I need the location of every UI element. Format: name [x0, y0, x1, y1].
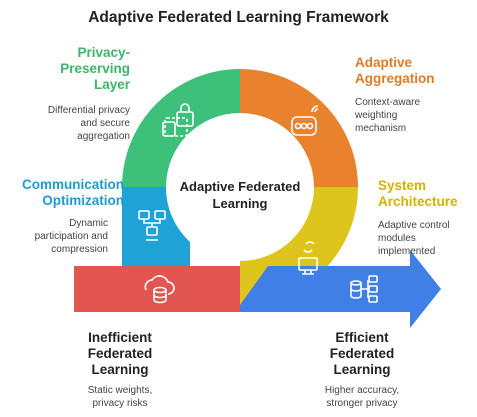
padlock-icon — [162, 103, 194, 137]
network-icon — [138, 210, 166, 241]
privacy-segment — [122, 69, 240, 187]
description-line: privacy risks — [92, 398, 148, 409]
monitor-icon — [298, 241, 318, 275]
heading-line: Optimization — [42, 193, 124, 208]
heading-line: Efficient — [335, 330, 389, 345]
description-line: Differential privacy — [47, 105, 130, 116]
efficient-heading: Efficient Federated Learning — [312, 330, 412, 378]
heading-line: Adaptive — [355, 55, 413, 70]
page-title: Adaptive Federated Learning Framework — [88, 9, 389, 26]
communication-segment — [122, 187, 240, 266]
inefficient-description: Static weights, privacy risks — [70, 384, 170, 410]
arrow-joint — [240, 266, 268, 312]
heading-line: Layer — [93, 77, 130, 92]
description-line: Higher accuracy, — [324, 385, 400, 396]
description-line: Dynamic — [69, 218, 108, 229]
heading-line: Communication — [21, 177, 124, 192]
privacy-heading: Privacy- Preserving Layer — [20, 45, 130, 93]
center-label: Adaptive Federated Learning — [170, 178, 310, 212]
heading-line: Inefficient — [88, 330, 152, 345]
description-line: Context-aware — [355, 97, 421, 108]
privacy-description: Differential privacy and secure aggregat… — [20, 104, 130, 143]
description-line: aggregation — [77, 131, 130, 142]
description-line: modules — [378, 233, 416, 244]
heading-line: System — [378, 178, 427, 193]
description-line: stronger privacy — [326, 398, 398, 409]
communication-description: Dynamic participation and compression — [14, 217, 108, 256]
database-network-icon — [350, 275, 378, 303]
description-line: Adaptive control — [378, 220, 450, 231]
description-line: implemented — [378, 246, 436, 257]
heading-line: Learning — [333, 362, 391, 377]
aggregation-heading: Adaptive Aggregation — [355, 55, 470, 87]
center-label-line: Adaptive Federated — [179, 179, 301, 194]
heading-line: Aggregation — [355, 71, 435, 86]
description-line: compression — [51, 244, 108, 255]
architecture-heading: System Architecture — [378, 178, 474, 210]
inefficient-block — [74, 266, 240, 312]
heading-line: Architecture — [378, 194, 458, 209]
heading-line: Privacy- — [77, 45, 130, 60]
architecture-description: Adaptive control modules implemented — [378, 219, 474, 258]
efficient-arrow — [240, 250, 441, 328]
description-line: Static weights, — [87, 385, 153, 396]
center-label-line: Learning — [212, 196, 268, 211]
aggregation-description: Context-aware weighting mechanism — [355, 96, 470, 135]
heading-line: Learning — [91, 362, 149, 377]
description-line: weighting — [355, 110, 398, 121]
communication-heading: Communication Optimization — [2, 177, 124, 209]
description-line: participation and — [34, 231, 108, 242]
inefficient-heading: Inefficient Federated Learning — [70, 330, 170, 378]
heading-line: Federated — [87, 346, 153, 361]
database-cloud-icon — [144, 275, 175, 304]
description-line: mechanism — [355, 123, 407, 134]
scale-icon — [291, 105, 319, 136]
description-line: and secure — [80, 118, 130, 129]
heading-line: Preserving — [60, 61, 130, 76]
heading-line: Federated — [329, 346, 395, 361]
efficient-description: Higher accuracy, stronger privacy — [312, 384, 412, 410]
